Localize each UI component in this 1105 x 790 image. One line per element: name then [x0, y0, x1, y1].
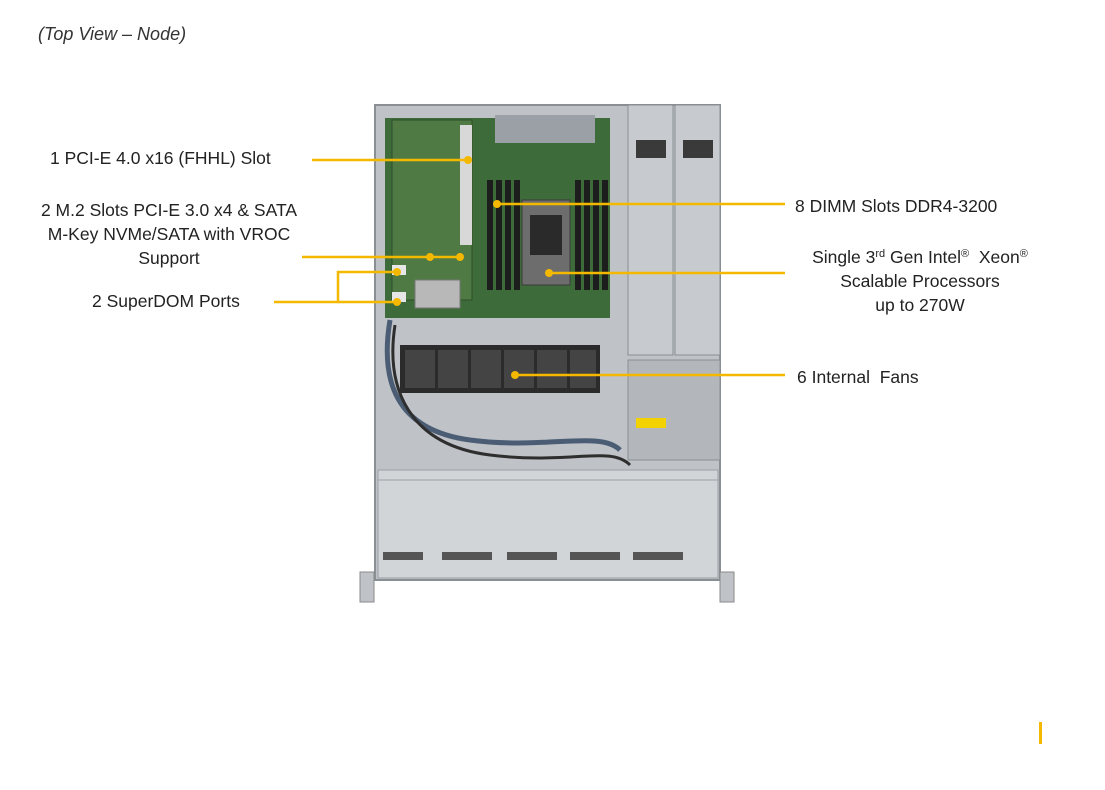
- right-handle: [719, 571, 735, 603]
- vent-3: [570, 552, 620, 560]
- dimm-slots: [487, 180, 608, 290]
- fan-row: [400, 345, 600, 393]
- m2-module: [414, 279, 461, 309]
- cpu-cover: [530, 215, 562, 255]
- label-cpu-line3: up to 270W: [875, 295, 965, 315]
- left-handle: [359, 571, 375, 603]
- label-superdom: 2 SuperDOM Ports: [92, 291, 240, 311]
- callout-superdom-upper: [274, 270, 397, 304]
- psu-2-fan: [683, 140, 713, 158]
- pcie-bracket: [460, 125, 472, 245]
- label-cpu-line1: Single 3rd Gen Intel® Xeon®: [812, 247, 1028, 267]
- label-cpu-line2: Scalable Processors: [840, 271, 1000, 291]
- label-m2-slots: 2 M.2 Slots PCI-E 3.0 x4 & SATA M-Key NV…: [20, 198, 318, 270]
- superdom-port-2: [392, 292, 406, 302]
- vent-1: [442, 552, 492, 560]
- rear-io: [495, 115, 595, 143]
- power-distribution: [627, 359, 721, 461]
- psu-1-fan: [636, 140, 666, 158]
- accent-mark: [1039, 722, 1042, 744]
- vent-2: [507, 552, 557, 560]
- power-cable: [391, 324, 632, 467]
- vent-5: [383, 552, 423, 560]
- sata-cable: [384, 319, 622, 452]
- label-cpu: Single 3rd Gen Intel® Xeon® Scalable Pro…: [790, 245, 1050, 317]
- warning-label: [636, 418, 666, 428]
- label-m2-line3: Support: [138, 248, 200, 268]
- label-m2-line1: 2 M.2 Slots PCI-E 3.0 x4 & SATA: [40, 200, 298, 220]
- label-dimm: 8 DIMM Slots DDR4-3200: [795, 196, 998, 216]
- vent-4: [633, 552, 683, 560]
- label-m2-line2: M-Key NVMe/SATA with VROC: [47, 224, 291, 244]
- label-fans: 6 Internal Fans: [797, 367, 919, 387]
- callout-lines: [274, 158, 785, 377]
- drive-bays: [377, 469, 719, 579]
- label-pcie-slot: 1 PCI-E 4.0 x16 (FHHL) Slot: [50, 148, 271, 168]
- callout-dots: [393, 156, 553, 379]
- view-title: (Top View – Node): [38, 24, 187, 44]
